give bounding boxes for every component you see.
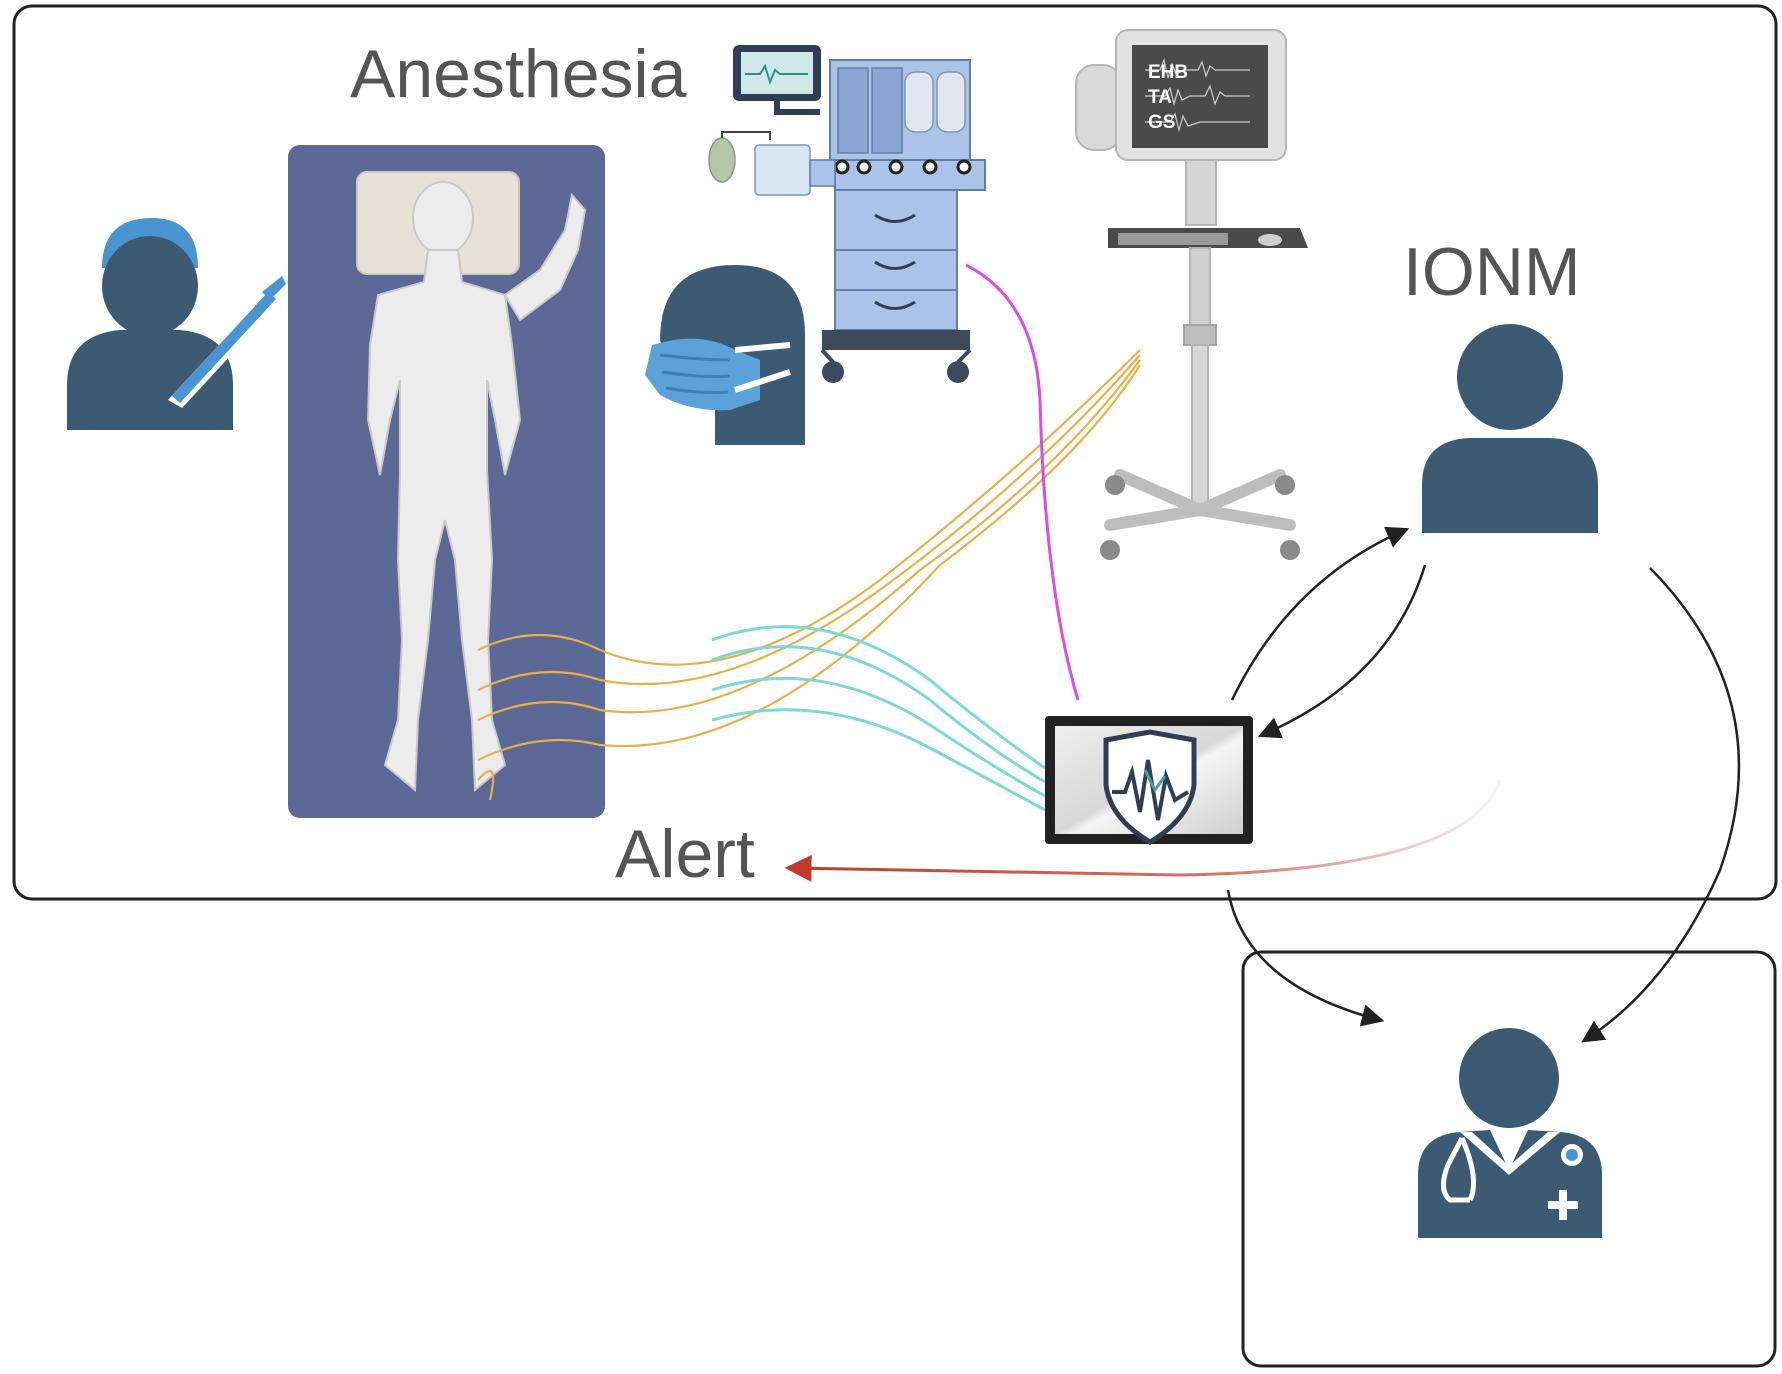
ionm-to-remote-arrow — [1581, 567, 1741, 1043]
monitor-channel-1: EHB — [1148, 62, 1188, 83]
ionm-to-device-arrow — [1257, 564, 1427, 739]
anesthesia-machine-icon — [708, 45, 986, 383]
monitor-waveforms — [1145, 57, 1250, 133]
alert-arrow — [784, 779, 1502, 882]
monitor-channel-2: TA — [1148, 87, 1172, 108]
anesthesia-data-line — [965, 263, 1080, 701]
signal-lines — [711, 625, 1046, 812]
anesthesia-label: Anesthesia — [350, 36, 687, 112]
recording-electrode-lines — [477, 349, 1141, 801]
ai-monitoring-device-icon — [1045, 716, 1253, 845]
device-to-remote-arrow — [1226, 889, 1385, 1027]
ionm-technician-icon — [1422, 324, 1598, 533]
shield-icon — [1103, 729, 1197, 845]
operating-room-frame — [12, 4, 1778, 901]
ionm-workstation-icon: EHB TA GS — [1075, 29, 1308, 560]
patient-body-icon — [366, 181, 587, 793]
waveform-icon — [1112, 759, 1190, 821]
ionm-label: IONM — [1403, 234, 1581, 310]
remote-physician-frame — [1241, 950, 1777, 1368]
monitor-channel-3: GS — [1148, 112, 1175, 133]
device-to-ionm-arrow — [1230, 526, 1410, 701]
alert-label: Alert — [615, 816, 755, 892]
remote-physician-icon — [1418, 1028, 1602, 1238]
anesthesiologist-icon — [645, 265, 805, 445]
surgeon-icon — [67, 218, 286, 430]
